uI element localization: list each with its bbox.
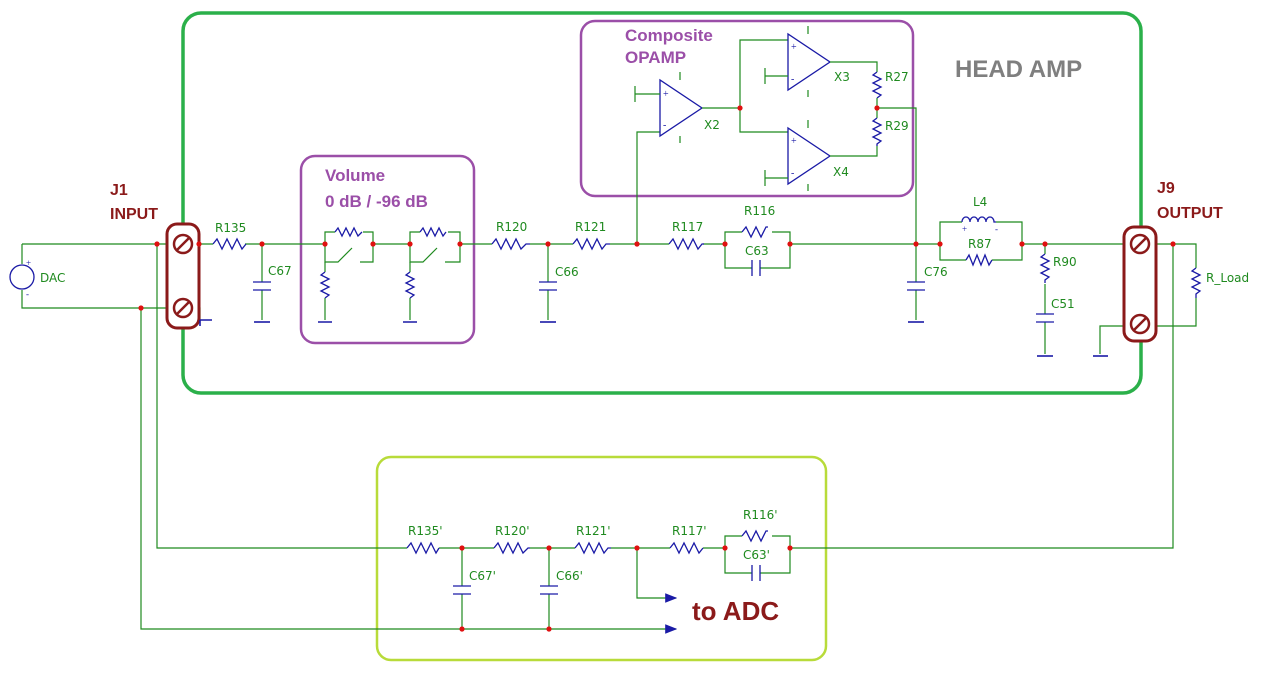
r116-label: R116: [744, 204, 775, 218]
l4-label: L4: [973, 195, 987, 209]
svg-text:-: -: [791, 168, 794, 179]
r135-label: R135: [215, 221, 246, 235]
dac-label: DAC: [40, 271, 65, 285]
adc-filter-box: [375, 455, 828, 662]
r90-c51-network: [1036, 244, 1054, 357]
x4-label: X4: [833, 165, 849, 179]
svg-text:+: +: [962, 224, 967, 234]
head-amp-label: HEAD AMP: [955, 56, 1082, 83]
r27-label: R27: [885, 70, 909, 84]
c66p-capacitor: [540, 548, 558, 629]
r116p-c63p-network: [724, 529, 791, 581]
r135p-label: R135': [408, 524, 443, 538]
volume-label: Volume: [325, 166, 385, 185]
r121p-resistor: [574, 541, 611, 555]
c76-capacitor: [907, 244, 925, 323]
to-adc-label: to ADC: [692, 596, 779, 626]
r29-label: R29: [885, 119, 909, 133]
r120-resistor: [491, 237, 530, 251]
opamp-label: OPAMP: [625, 48, 686, 67]
c67-capacitor: [253, 244, 271, 323]
x2-label: X2: [704, 118, 720, 132]
svg-text:-: -: [995, 224, 998, 234]
j1-name-label: INPUT: [110, 206, 158, 223]
volume-attenuator: [300, 226, 466, 323]
c67p-capacitor: [453, 548, 471, 629]
c63-label: C63: [745, 244, 769, 258]
r87-label: R87: [968, 237, 992, 251]
j9-name-label: OUTPUT: [1157, 205, 1223, 222]
c51-label: C51: [1051, 297, 1075, 311]
volume-box: [299, 154, 476, 345]
svg-text:-: -: [26, 289, 29, 299]
r121-label: R121: [575, 220, 606, 234]
r120p-resistor: [493, 541, 530, 555]
dac-source: + -: [9, 243, 201, 320]
svg-text:+: +: [791, 42, 797, 53]
composite-label: Composite: [625, 26, 713, 45]
c67p-label: C67': [469, 569, 496, 583]
head-amp-box: [181, 11, 1143, 395]
j1-ref-label: J1: [110, 182, 128, 199]
r120-label: R120: [496, 220, 527, 234]
adc-path-wires: [140, 244, 1174, 634]
r90-label: R90: [1053, 255, 1077, 269]
svg-text:+: +: [791, 136, 797, 147]
x2-feedback-wire: [636, 131, 660, 244]
volume-range-label: 0 dB / -96 dB: [325, 192, 428, 211]
r117p-resistor: [669, 541, 704, 555]
svg-text:-: -: [791, 74, 794, 85]
r135p-resistor: [406, 541, 440, 555]
composite-opamp-circuit: + - + - + -: [634, 26, 917, 244]
c66-capacitor: [539, 244, 557, 323]
l4-r87-network: + -: [939, 216, 1023, 267]
j1-connector: [165, 222, 212, 330]
svg-text:+: +: [663, 89, 669, 100]
r135-resistor: [212, 237, 247, 251]
r120p-label: R120': [495, 524, 530, 538]
svg-text:+: +: [26, 258, 31, 268]
r117p-label: R117': [672, 524, 707, 538]
j9-ref-label: J9: [1157, 180, 1175, 197]
r121-resistor: [572, 237, 610, 251]
r116p-label: R116': [743, 508, 778, 522]
r117-resistor: [668, 237, 704, 251]
j9-connector: [1093, 225, 1202, 357]
r116-c63-network: [724, 225, 791, 276]
r121p-label: R121': [576, 524, 611, 538]
r117-label: R117: [672, 220, 703, 234]
r-load-label: R_Load: [1206, 271, 1249, 285]
c66p-label: C66': [556, 569, 583, 583]
x3-label: X3: [834, 70, 850, 84]
svg-text:-: -: [663, 120, 666, 131]
c67-label: C67: [268, 264, 292, 278]
junction-nodes: [138, 105, 1176, 632]
c66-label: C66: [555, 265, 579, 279]
c76-label: C76: [924, 265, 948, 279]
c63p-label: C63': [743, 548, 770, 562]
